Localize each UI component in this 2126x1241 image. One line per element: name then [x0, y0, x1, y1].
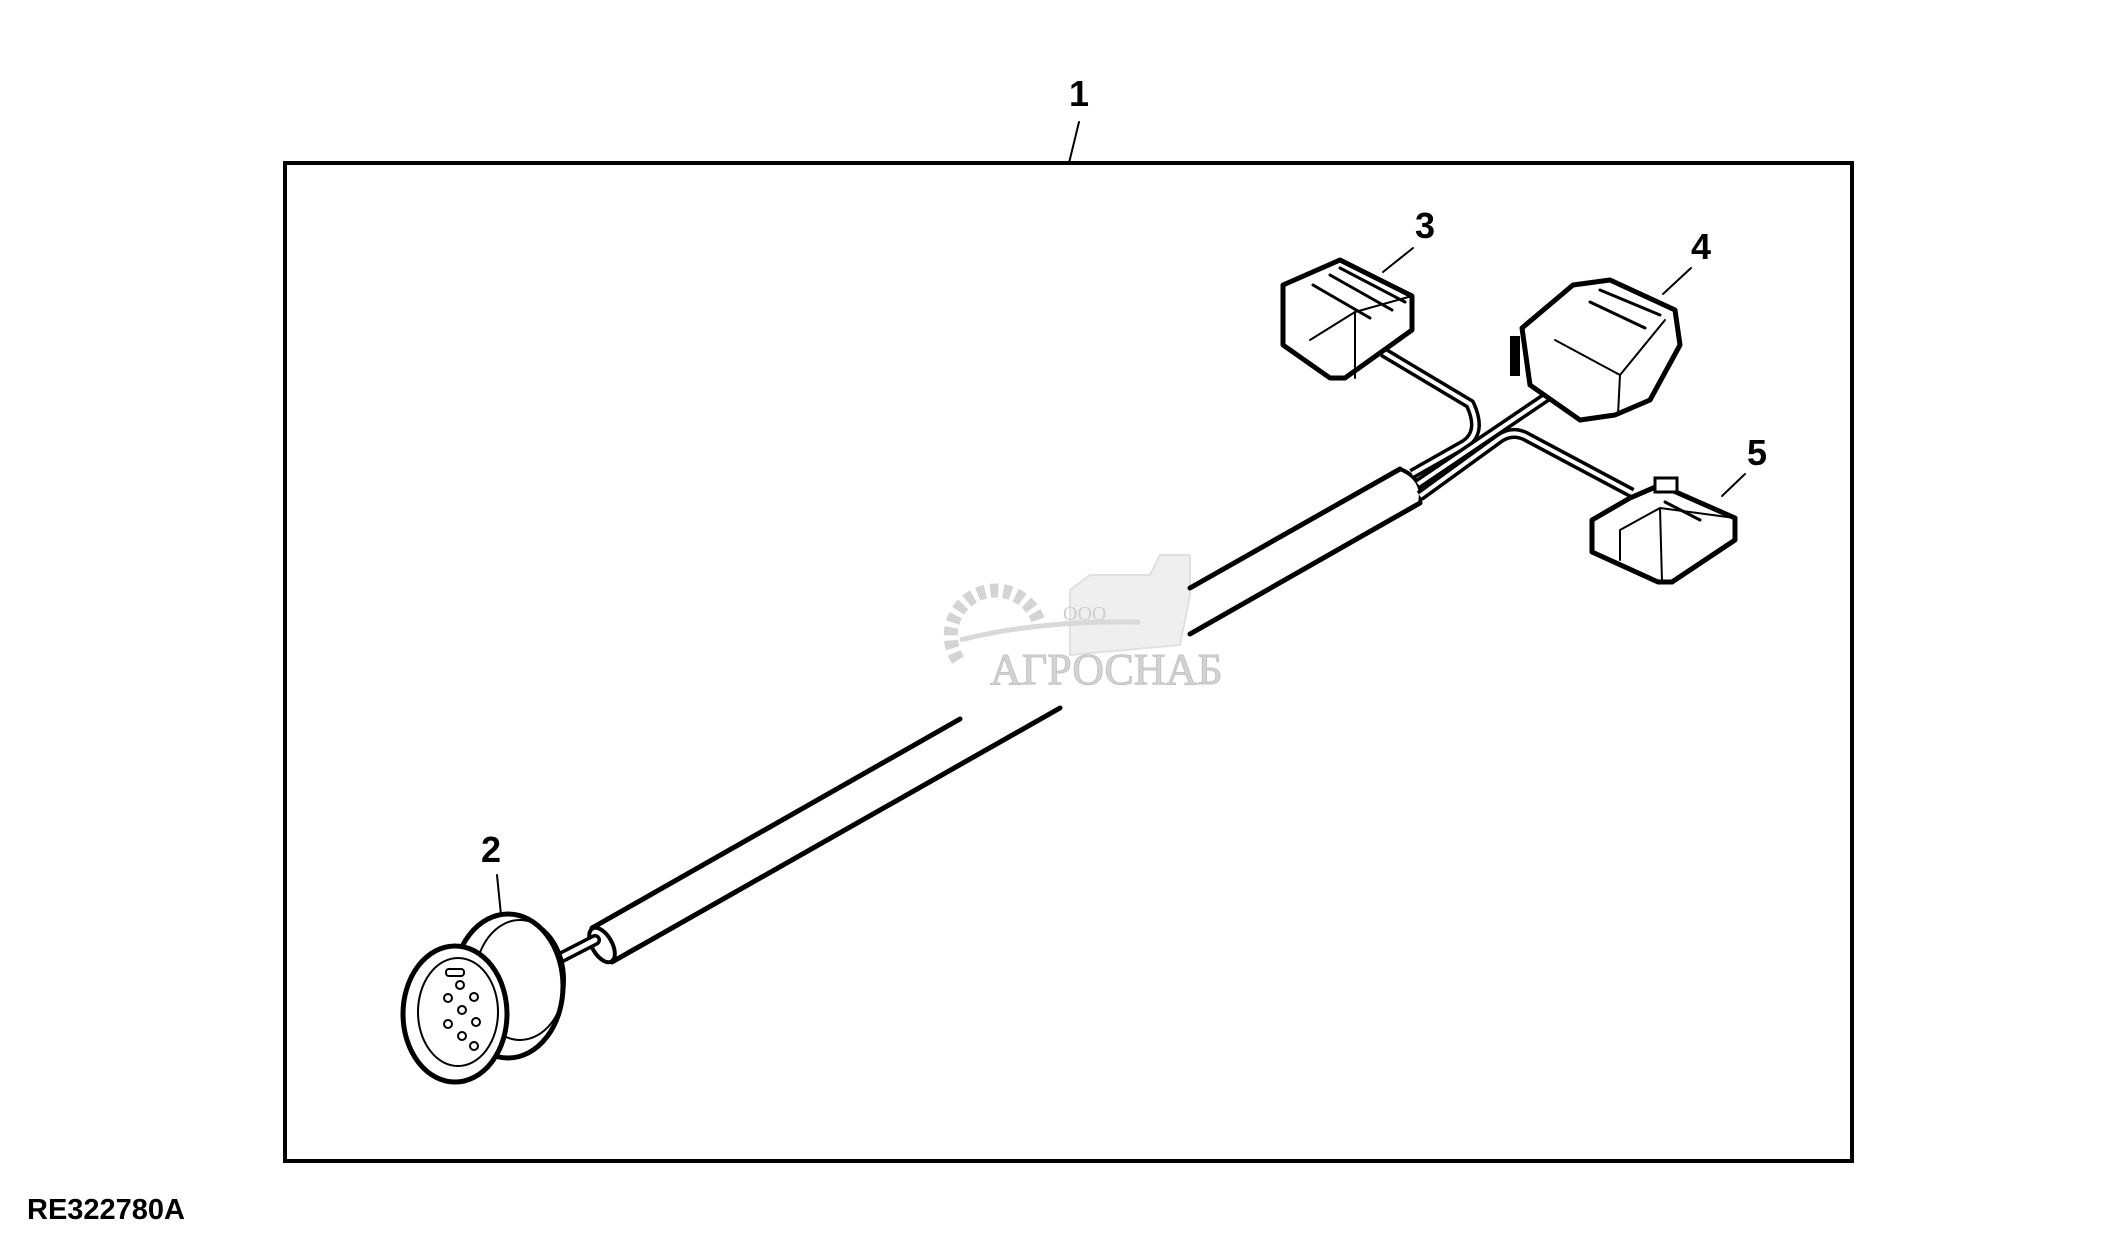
- leader-line-4: [1662, 267, 1692, 295]
- branch-wires: [1380, 347, 1635, 501]
- watermark-logo: ООО АГРОСНАБ: [943, 554, 1223, 695]
- callout-2: 2: [481, 829, 501, 870]
- watermark-name: АГРОСНАБ: [990, 645, 1223, 694]
- connector-3: [1280, 257, 1415, 381]
- combine-harvester-icon: [1069, 554, 1191, 657]
- callout-3: 3: [1415, 205, 1435, 246]
- figure-id: RE322780A: [27, 1194, 185, 1226]
- callout-5: 5: [1747, 432, 1767, 473]
- main-cable: [587, 466, 1423, 965]
- watermark-prefix: ООО: [1063, 603, 1106, 625]
- leader-line-5: [1721, 473, 1746, 497]
- round-connector-2: [400, 911, 566, 1085]
- leader-line-1: [1068, 121, 1080, 164]
- callout-4: 4: [1691, 226, 1711, 267]
- leader-line-3: [1382, 247, 1414, 273]
- connector-5: [1589, 476, 1738, 585]
- connector-4: [1510, 277, 1683, 423]
- callout-1: 1: [1069, 73, 1089, 114]
